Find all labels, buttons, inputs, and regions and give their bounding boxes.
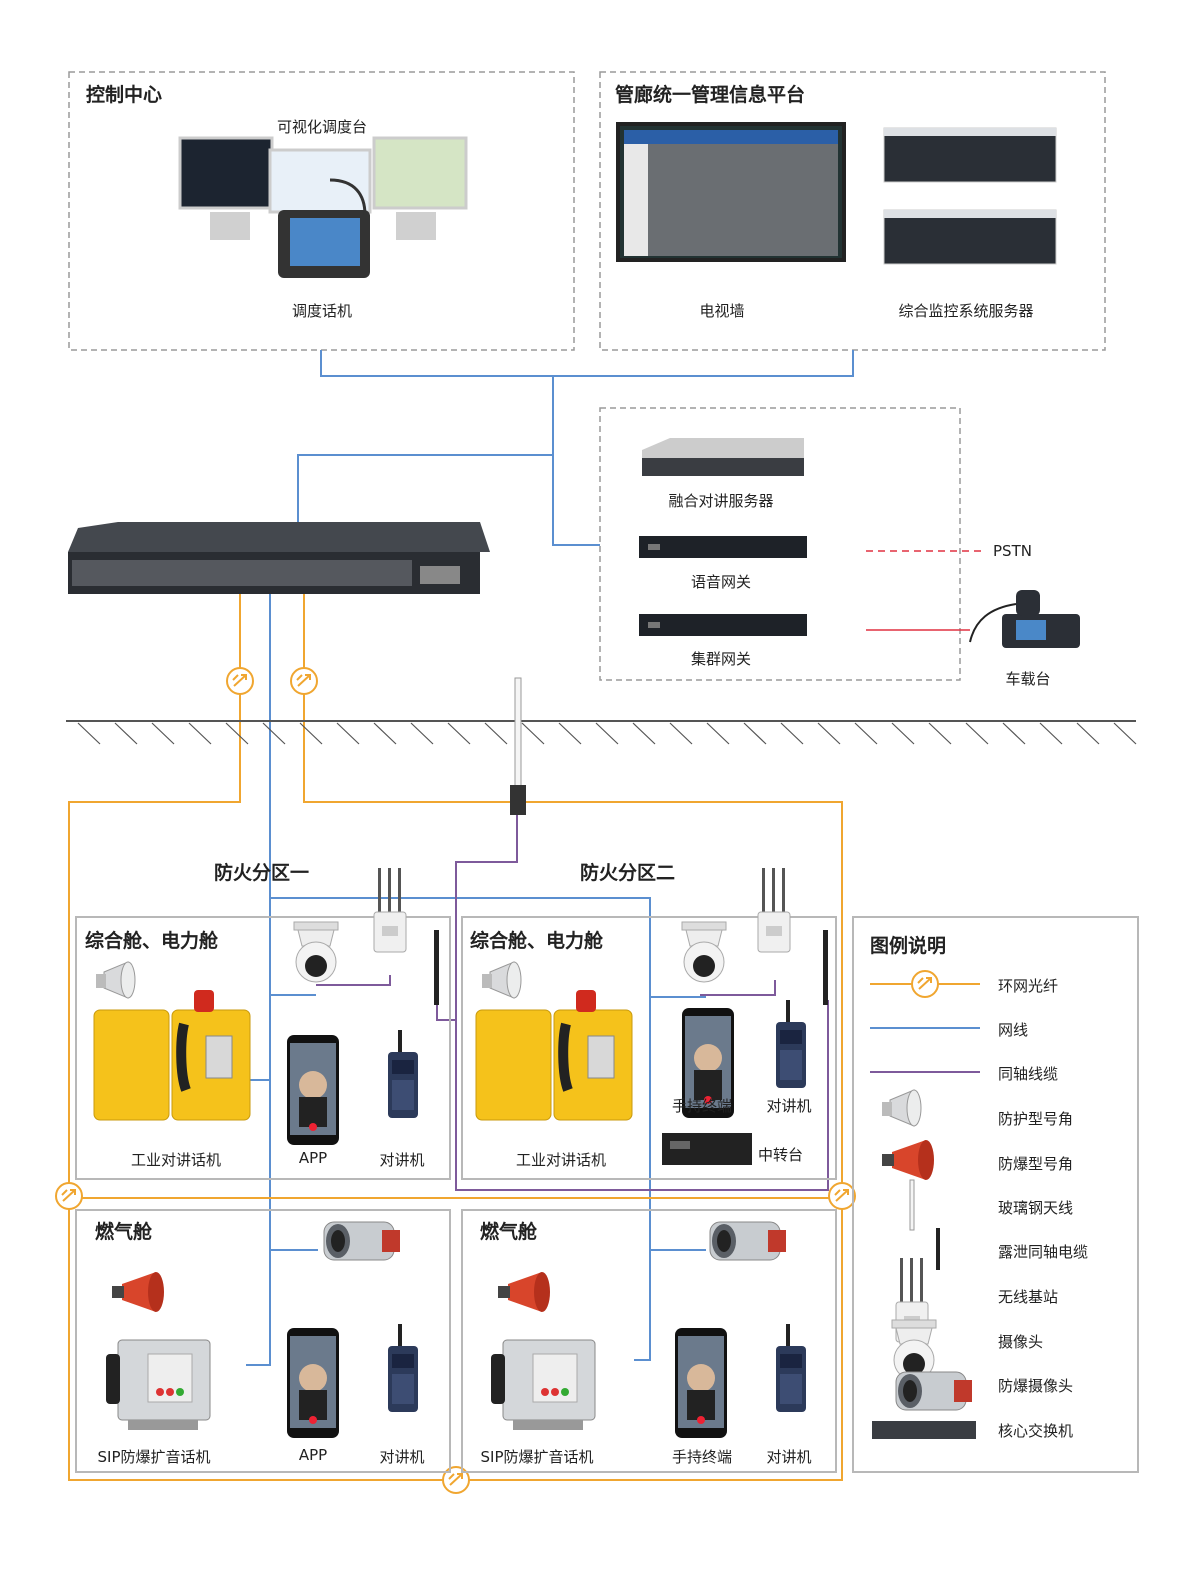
protective-horn-icon <box>95 961 136 999</box>
explosion-proof-horn-icon <box>112 1272 164 1312</box>
zone2-intercom-label: 工业对讲话机 <box>515 1151 607 1169</box>
zone1-walkie-label: 对讲机 <box>379 1151 425 1169</box>
camera-icon <box>293 921 339 983</box>
zone1-power-title: 综合舱、电力舱 <box>85 930 219 952</box>
explosion-proof-camera-icon <box>709 1221 787 1261</box>
zone1-sip-label: SIP防爆扩音话机 <box>97 1448 211 1466</box>
zone2-handheld-label: 手持终端 <box>671 1097 733 1115</box>
monitor-server-icon <box>883 127 1057 265</box>
zone2-sip-label: SIP防爆扩音话机 <box>480 1448 594 1466</box>
monitor-server-label: 综合监控系统服务器 <box>898 302 1034 320</box>
sip-phone-icon <box>105 1339 211 1431</box>
app-phone-icon <box>287 1035 339 1145</box>
zone1-title: 防火分区一 <box>214 862 310 884</box>
walkie-icon <box>776 1324 806 1412</box>
zone1-gas-walkie-label: 对讲机 <box>379 1448 425 1466</box>
legend-item-5: 玻璃钢天线 <box>998 1199 1074 1217</box>
zone2-gas-walkie-label: 对讲机 <box>766 1448 812 1466</box>
wireless-base-station-icon <box>373 867 407 953</box>
explosion-proof-horn-icon <box>498 1272 550 1312</box>
core-switch-icon <box>68 522 490 594</box>
zone1-intercom-label: 工业对讲话机 <box>130 1151 222 1169</box>
legend-symbols <box>870 970 980 1439</box>
trunk-gateway-icon <box>639 614 807 636</box>
dispatch-phone-label: 调度话机 <box>291 302 353 320</box>
dispatch-phone-icon <box>278 178 370 278</box>
fusion-server-label: 融合对讲服务器 <box>668 492 774 510</box>
walkie-icon <box>388 1324 418 1412</box>
tv-wall-icon <box>616 122 846 262</box>
vehicle-radio-label: 车载台 <box>1005 670 1051 688</box>
zone2-gas-title: 燃气舱 <box>480 1221 538 1243</box>
explosion-proof-camera-icon <box>323 1221 401 1261</box>
zone2-relay-label: 中转台 <box>758 1146 804 1164</box>
camera-icon <box>681 921 727 983</box>
tv-wall-label: 电视墙 <box>699 302 745 320</box>
platform-title: 管廊统一管理信息平台 <box>615 84 806 106</box>
legend-item-8: 摄像头 <box>998 1333 1044 1351</box>
legend-item-10: 核心交换机 <box>998 1422 1074 1440</box>
walkie-icon <box>388 1030 418 1118</box>
app-phone-icon <box>287 1328 339 1438</box>
protective-horn-icon <box>481 961 522 999</box>
visual-console-monitors-icon <box>178 136 468 240</box>
fusion-server-icon <box>642 438 804 476</box>
sip-phone-icon <box>490 1339 596 1431</box>
zone2-gas-handheld-label: 手持终端 <box>671 1448 733 1466</box>
legend-item-6: 露泄同轴电缆 <box>998 1243 1089 1261</box>
intercom-phone-icon <box>94 990 250 1120</box>
trunk-gateway-label: 集群网关 <box>690 650 752 668</box>
legend-item-1: 网线 <box>998 1021 1029 1039</box>
walkie-icon <box>776 1000 806 1088</box>
voice-gateway-icon <box>639 536 807 558</box>
voice-gateway-label: 语音网关 <box>690 573 752 591</box>
handheld-phone-icon <box>675 1328 727 1438</box>
control-center-title: 控制中心 <box>86 84 163 106</box>
legend-title: 图例说明 <box>870 935 947 957</box>
zone1-gas-title: 燃气舱 <box>95 1221 153 1243</box>
legend-item-4: 防爆型号角 <box>998 1155 1074 1173</box>
relay-station-icon <box>662 1133 752 1165</box>
visual-console-label: 可视化调度台 <box>276 118 368 136</box>
legend-item-9: 防爆摄像头 <box>998 1377 1074 1395</box>
zone2-walkie-label: 对讲机 <box>766 1097 812 1115</box>
network-cable-lines <box>246 350 854 1366</box>
vehicle-radio-icon <box>969 590 1080 648</box>
zone2-power-title: 综合舱、电力舱 <box>470 930 604 952</box>
legend-item-0: 环网光纤 <box>998 977 1059 995</box>
zone2-title: 防火分区二 <box>580 862 676 884</box>
coax-cable-lines <box>316 815 829 1191</box>
legend-item-7: 无线基站 <box>998 1288 1059 1306</box>
leaky-coax-icon <box>434 930 439 1005</box>
legend-item-2: 同轴线缆 <box>998 1065 1059 1083</box>
intercom-phone-icon <box>476 990 632 1120</box>
wireless-base-station-icon <box>757 867 791 953</box>
legend-item-3: 防护型号角 <box>998 1110 1074 1128</box>
pstn-label: PSTN <box>993 542 1032 560</box>
leaky-coax-icon <box>823 930 828 1005</box>
zone1-gas-app-label: APP <box>298 1446 328 1464</box>
frp-antenna-icon <box>510 677 526 815</box>
zone1-app-label: APP <box>298 1149 328 1167</box>
